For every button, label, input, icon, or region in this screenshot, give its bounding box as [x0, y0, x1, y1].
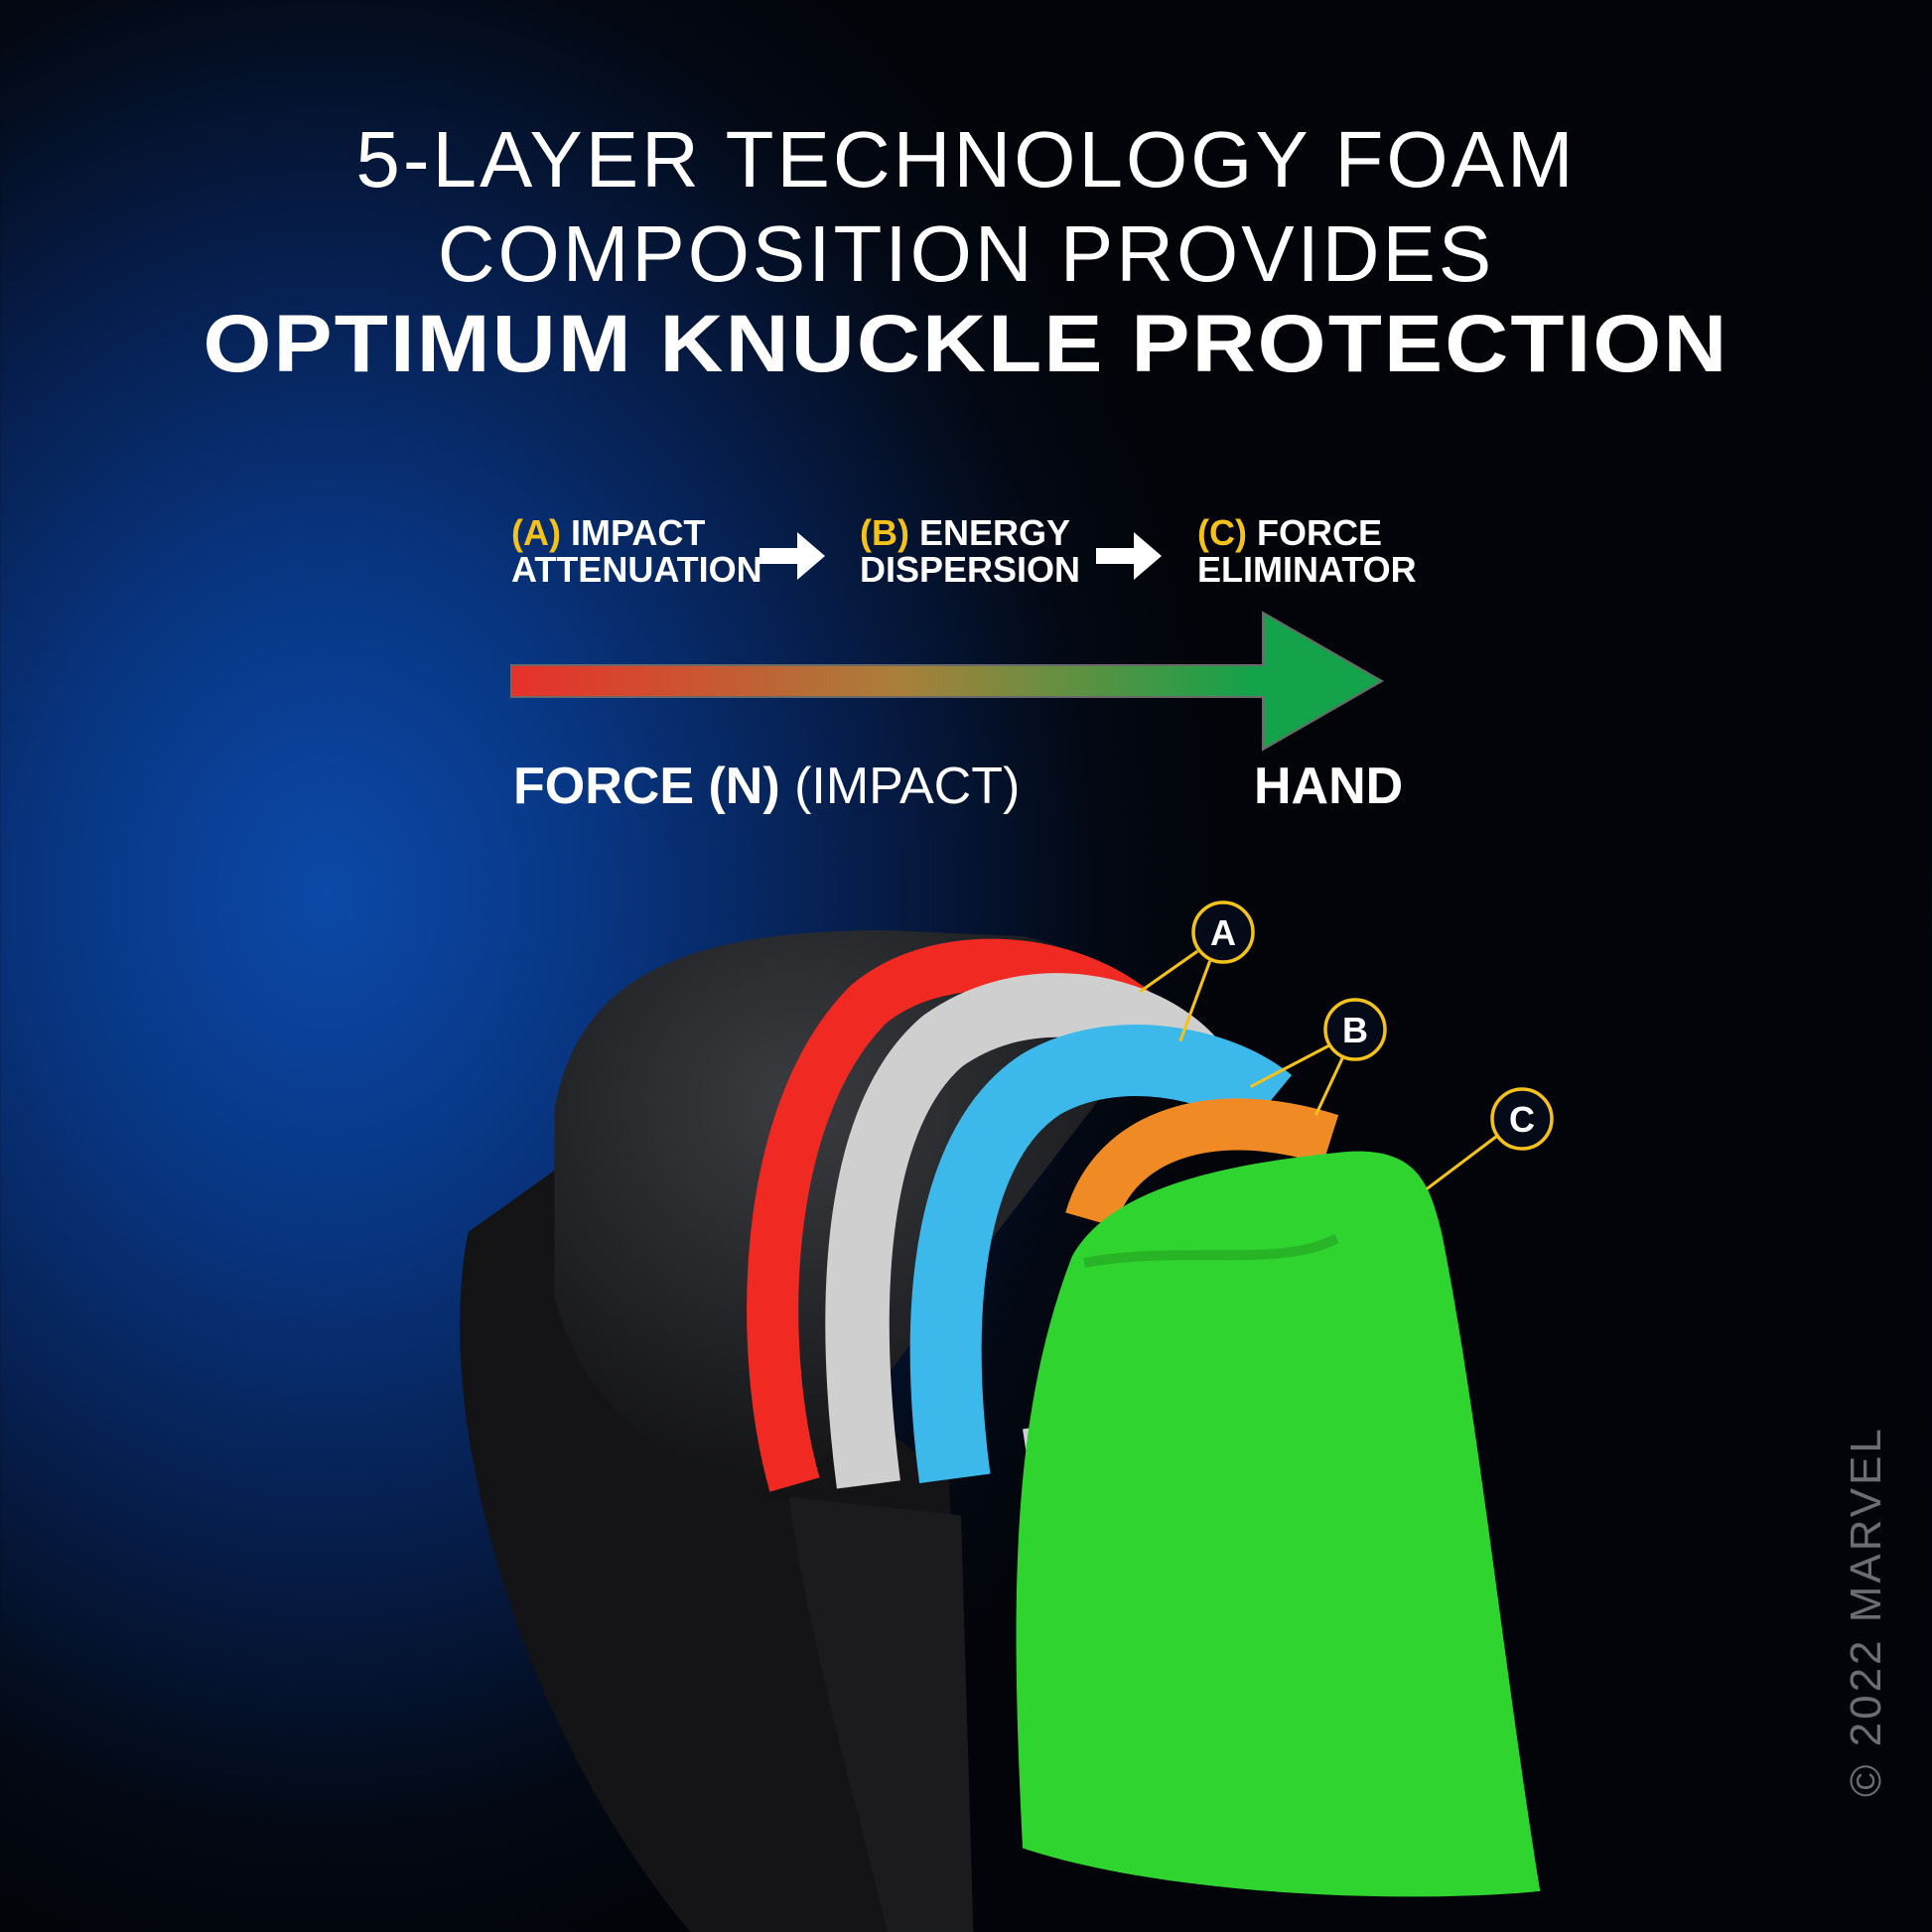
copyright-notice: © 2022 MARVEL [1842, 1426, 1890, 1797]
step-line1: FORCE [1257, 512, 1382, 553]
headline-line-1: 5-LAYER TECHNOLOGY FOAM [355, 115, 1577, 204]
step-letter: (B) [860, 512, 909, 553]
foam-layer-gray [825, 973, 1220, 1489]
glove-cuff-strap [788, 1496, 974, 1932]
step-line2: ATTENUATION [511, 549, 762, 590]
step-force-eliminator: (C) FORCE ELIMINATOR [1197, 514, 1417, 588]
step-arrow-icon [1096, 532, 1162, 580]
force-label-bold: FORCE (N) [513, 758, 780, 815]
step-arrow-icon [759, 532, 825, 580]
foam-layer-green [1016, 1151, 1541, 1897]
foam-layer-blue [909, 1025, 1293, 1483]
step-line1: ENERGY [919, 512, 1071, 553]
headline-line-3: OPTIMUM KNUCKLE PROTECTION [203, 299, 1729, 389]
headline-line-2: COMPOSITION PROVIDES [437, 209, 1495, 298]
hand-label: HAND [1254, 758, 1404, 815]
step-impact-attenuation: (A) IMPACT ATTENUATION [511, 514, 762, 588]
foam-layer-orange [1065, 1098, 1339, 1228]
force-label-thin: (IMPACT) [794, 758, 1021, 815]
step-line1: IMPACT [571, 512, 706, 553]
force-label: FORCE (N) (IMPACT) [513, 757, 1020, 816]
step-letter: (A) [511, 512, 561, 553]
step-line2: ELIMINATOR [1197, 549, 1417, 590]
step-line2: DISPERSION [860, 549, 1081, 590]
step-energy-dispersion: (B) ENERGY DISPERSION [860, 514, 1080, 588]
step-letter: (C) [1197, 512, 1247, 553]
